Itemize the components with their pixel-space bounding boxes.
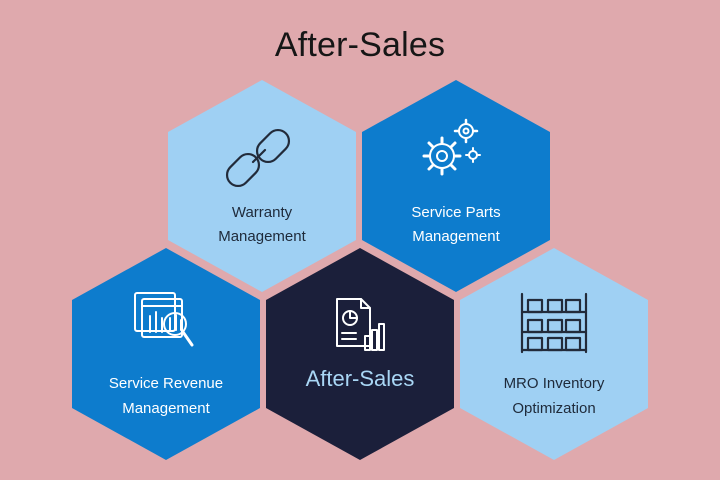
hex-warranty-management: Warranty Management [168, 80, 356, 292]
gears-icon [422, 118, 481, 176]
hex-after-sales-center: After-Sales [266, 248, 454, 460]
service-revenue-label-line2: Management [122, 400, 210, 417]
service-parts-label-line1: Service Parts [411, 204, 500, 221]
hex-service-parts-management: Service Parts Management [362, 80, 550, 292]
hex-shape-service-revenue [72, 248, 260, 460]
mro-label-line2: Optimization [512, 400, 595, 417]
hex-shape-warranty [168, 80, 356, 292]
center-label: After-Sales [306, 366, 415, 391]
service-revenue-label-line1: Service Revenue [109, 375, 223, 392]
page-title: After-Sales [274, 26, 446, 64]
service-parts-label-line2: Management [412, 228, 500, 245]
chain-link-icon [225, 128, 291, 188]
mro-label-line1: MRO Inventory [504, 375, 605, 392]
report-document-icon [336, 298, 385, 351]
hex-shape-service-parts [362, 80, 550, 292]
warehouse-shelves-icon [520, 292, 588, 354]
hex-shape-center [266, 248, 454, 460]
hex-service-revenue-management: Service Revenue Management [72, 248, 260, 460]
warranty-label-line2: Management [218, 228, 306, 245]
warranty-label-line1: Warranty [232, 204, 293, 221]
analytics-magnifier-icon [134, 292, 194, 347]
hex-shape-mro [460, 248, 648, 460]
hex-mro-inventory-optimization: MRO Inventory Optimization [460, 248, 648, 460]
